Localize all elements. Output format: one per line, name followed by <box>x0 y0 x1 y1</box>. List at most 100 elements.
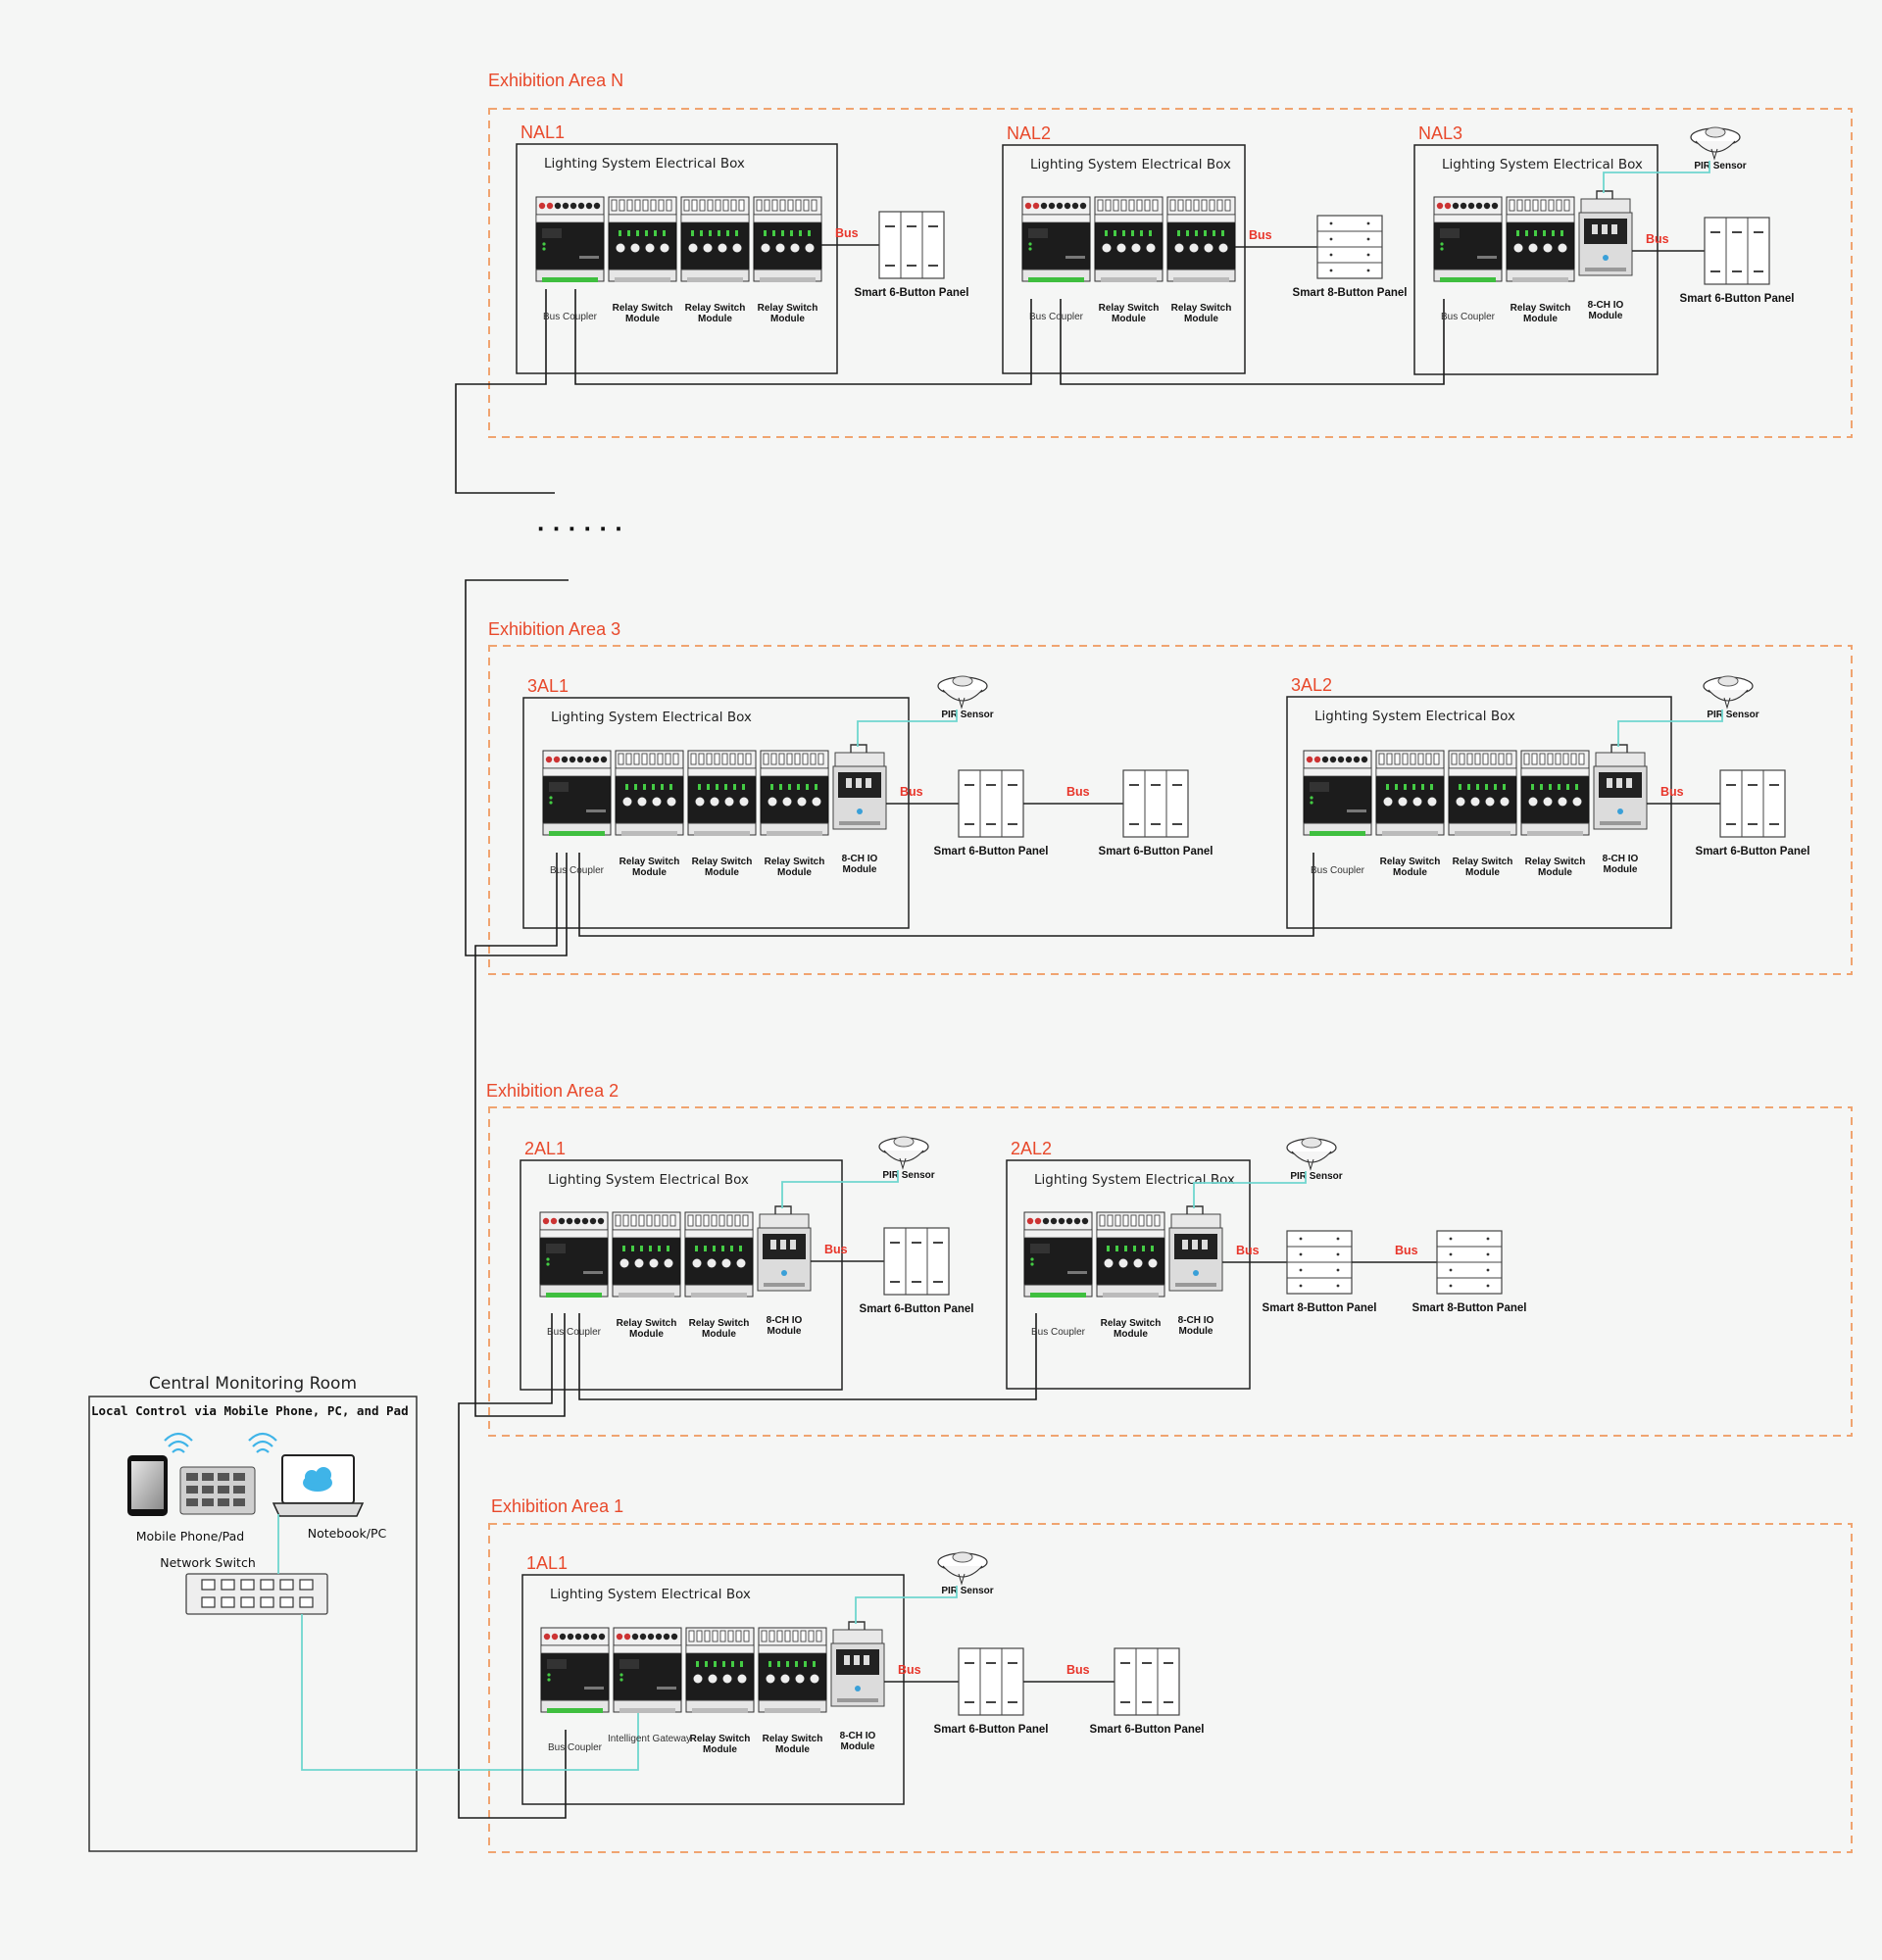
pir-sensor-label: PIR Sensor <box>1694 161 1746 172</box>
relay-switch-module <box>753 196 822 282</box>
tablet-icon <box>127 1455 168 1516</box>
bus-coupler-module <box>542 750 612 836</box>
relay-label: Relay Switch <box>1099 303 1160 314</box>
relay-label: Relay Switch <box>1101 1318 1162 1329</box>
box-id: 3AL2 <box>1291 675 1332 695</box>
wifi-icon <box>248 1432 277 1453</box>
smart-6-button-panel[interactable] <box>958 1647 1024 1716</box>
sensor-cable <box>1617 710 1723 747</box>
box-title: Lighting System Electrical Box <box>548 1172 749 1188</box>
relay-label: Module <box>625 314 660 324</box>
relay-label: Relay Switch <box>1453 857 1513 867</box>
pir-sensor: PIR Sensor <box>937 675 994 720</box>
central-monitoring-room: Central Monitoring Room Local Control vi… <box>88 1374 639 1852</box>
bus-label: Bus <box>900 785 923 799</box>
box-title: Lighting System Electrical Box <box>1034 1172 1235 1188</box>
smart-6-button-panel[interactable] <box>1114 1647 1180 1716</box>
io-module <box>1578 190 1633 276</box>
relay-label: Module <box>775 1744 810 1755</box>
relay-label: Relay Switch <box>1525 857 1586 867</box>
io-label: 8-CH IO <box>767 1315 803 1326</box>
pir-sensor: PIR Sensor <box>1286 1137 1343 1182</box>
box-id: 2AL1 <box>524 1139 566 1158</box>
smart-6-button-panel[interactable] <box>1719 769 1786 838</box>
keypad-panel-icon <box>179 1466 256 1515</box>
relay-label: Relay Switch <box>689 1318 750 1329</box>
smart-6-button-panel[interactable] <box>883 1227 950 1296</box>
relay-label: Relay Switch <box>765 857 825 867</box>
smart-8-button-panel[interactable] <box>1436 1230 1503 1295</box>
room-subtitle: Local Control via Mobile Phone, PC, and … <box>91 1403 409 1418</box>
panel-label: Smart 6-Button Panel <box>1696 846 1810 858</box>
pir-sensor-label: PIR Sensor <box>1707 710 1758 720</box>
relay-label: Module <box>1112 314 1146 324</box>
relay-switch-module <box>1448 750 1517 836</box>
relay-switch-module <box>684 1211 754 1298</box>
relay-label: Module <box>698 314 732 324</box>
pir-sensor-label: PIR Sensor <box>882 1170 934 1181</box>
exhibition-area-3: Exhibition Area 3 <box>488 619 1853 975</box>
smart-8-button-panel[interactable] <box>1286 1230 1353 1295</box>
sensor-cable <box>1193 1171 1307 1208</box>
area-title: Exhibition Area 1 <box>491 1496 623 1516</box>
pir-sensor-label: PIR Sensor <box>1290 1171 1342 1182</box>
bus-coupler-label: Bus Coupler <box>543 312 598 322</box>
relay-switch-module <box>760 750 829 836</box>
smart-8-button-panel[interactable] <box>1316 215 1383 279</box>
io-label: Module <box>841 1741 875 1752</box>
bus-coupler-label: Bus Coupler <box>1031 1327 1086 1338</box>
bus-coupler-label: Bus Coupler <box>547 1327 602 1338</box>
relay-label: Module <box>632 867 667 878</box>
relay-label: Module <box>1538 867 1572 878</box>
bus-label: Bus <box>1066 785 1090 799</box>
sensor-cable <box>857 710 958 747</box>
io-module <box>757 1205 812 1292</box>
more-areas-ellipsis: · · · · · · <box>537 514 623 543</box>
relay-label: Module <box>703 1744 737 1755</box>
relay-switch-module <box>758 1627 827 1713</box>
relay-switch-module <box>1520 750 1590 836</box>
laptop-icon <box>272 1454 365 1517</box>
cloud-icon <box>303 1467 332 1492</box>
box-title: Lighting System Electrical Box <box>1442 157 1643 172</box>
sensor-cable <box>855 1586 958 1624</box>
box-title: Lighting System Electrical Box <box>551 710 752 725</box>
relay-switch-module <box>685 1627 755 1713</box>
gateway-label: Intelligent Gateway <box>608 1734 691 1744</box>
bus-label: Bus <box>1066 1663 1090 1677</box>
panel-label: Smart 6-Button Panel <box>860 1303 974 1315</box>
relay-label: Relay Switch <box>613 303 673 314</box>
io-label: Module <box>768 1326 802 1337</box>
bus-label: Bus <box>1646 232 1669 246</box>
box-title: Lighting System Electrical Box <box>1030 157 1231 172</box>
sensor-cable <box>781 1170 899 1208</box>
smart-6-button-panel[interactable] <box>1122 769 1189 838</box>
relay-switch-module <box>1506 196 1575 282</box>
smart-6-button-panel[interactable] <box>1704 217 1770 285</box>
relay-label: Relay Switch <box>617 1318 677 1329</box>
io-module <box>1593 744 1648 830</box>
exhibition-area-2: Exhibition Area 2 <box>486 1081 1853 1437</box>
bus-label: Bus <box>1236 1244 1260 1257</box>
smart-6-button-panel[interactable] <box>878 211 945 279</box>
bus-label: Bus <box>824 1243 848 1256</box>
smart-6-button-panel[interactable] <box>958 769 1024 838</box>
bus-coupler-module <box>1303 750 1372 836</box>
bus-coupler-label: Bus Coupler <box>1441 312 1496 322</box>
network-switch-icon <box>185 1573 328 1615</box>
bus-coupler-module <box>539 1211 609 1298</box>
io-label: 8-CH IO <box>1178 1315 1214 1326</box>
bus-label: Bus <box>898 1663 921 1677</box>
notebook-pc-label: Notebook/PC <box>308 1526 387 1541</box>
sensor-cable <box>1603 161 1710 193</box>
io-module <box>832 744 887 830</box>
box-id: NAL3 <box>1418 123 1462 143</box>
io-label: Module <box>1179 1326 1213 1337</box>
relay-switch-module <box>1375 750 1445 836</box>
pir-sensor-label: PIR Sensor <box>941 710 993 720</box>
relay-label: Relay Switch <box>692 857 753 867</box>
